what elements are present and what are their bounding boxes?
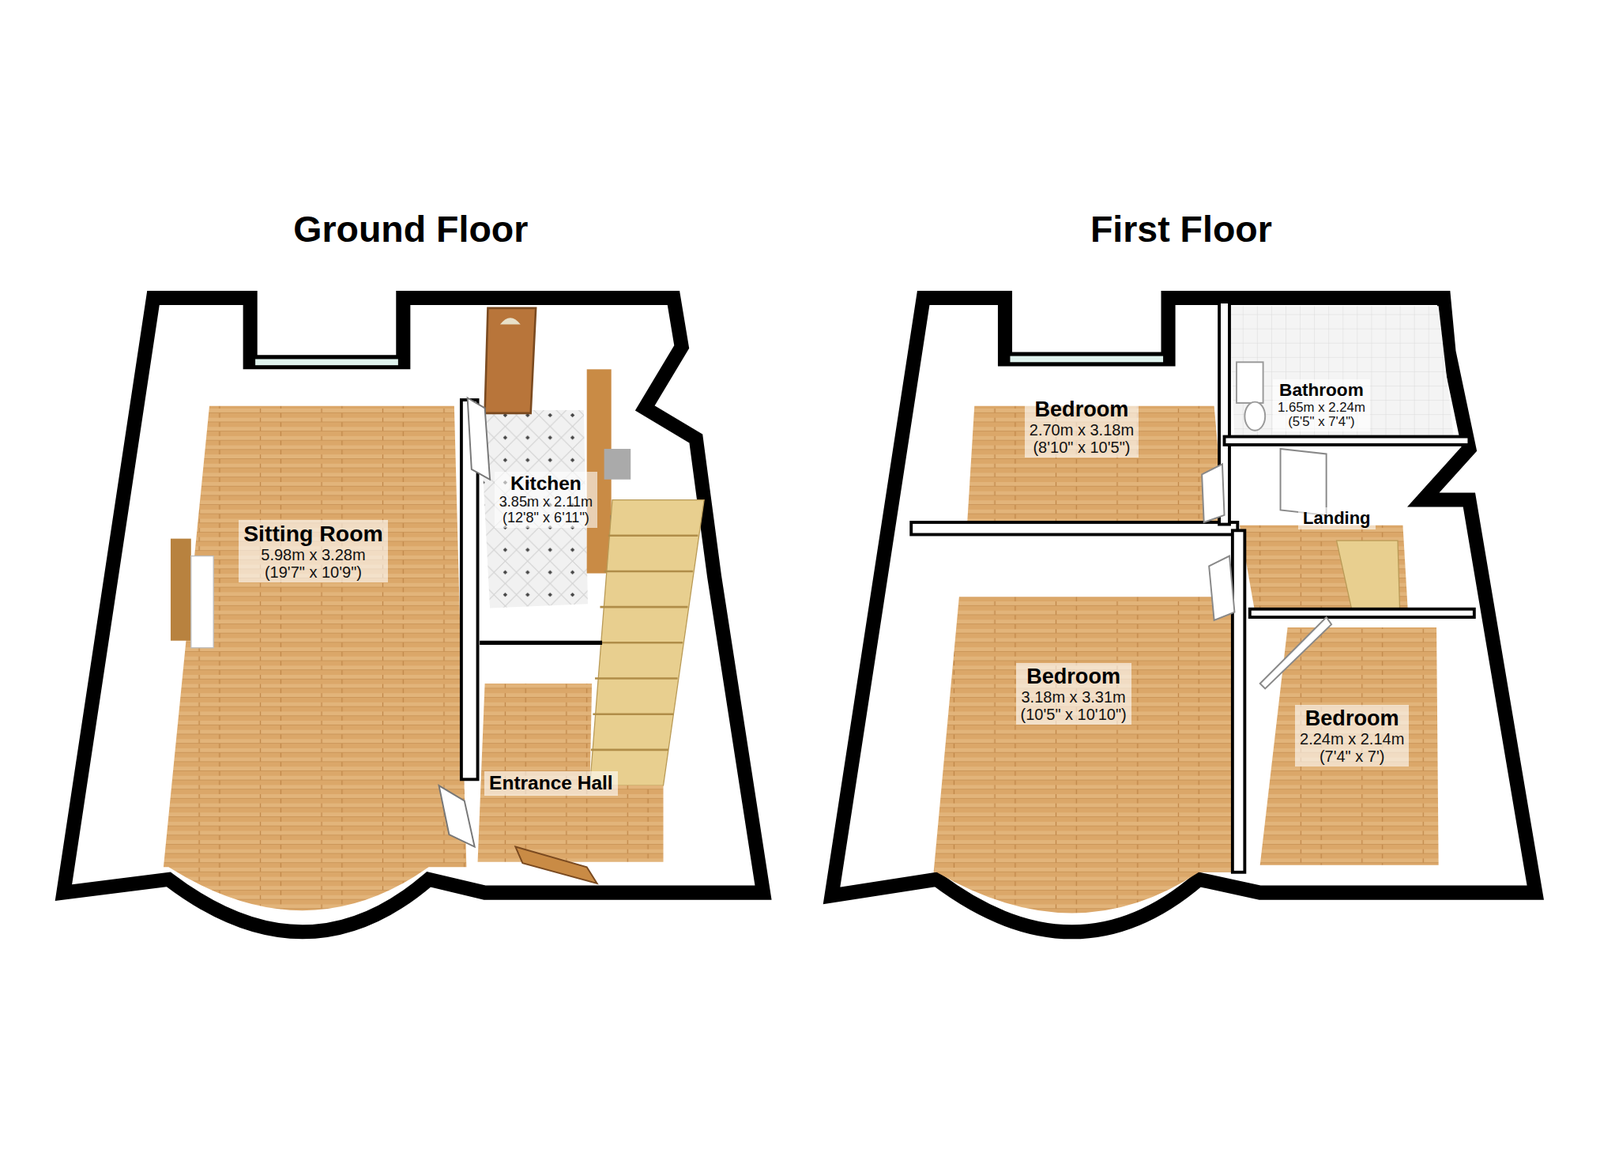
room-label: Landing [1298, 507, 1376, 530]
room-name: Kitchen [499, 473, 593, 495]
floor-heading: Ground Floor [51, 209, 771, 250]
room-name: Bedroom [1020, 664, 1127, 689]
floor-plan: Ground FloorSitting Room5.98m x 3.28m(19… [51, 209, 771, 955]
room-dimension: (19'7" x 10'9") [243, 563, 384, 581]
room-name: Landing [1302, 508, 1371, 528]
room-label: Kitchen3.85m x 2.11m(12'8" x 6'11") [494, 471, 598, 528]
room-name: Bedroom [1299, 706, 1405, 731]
floor-heading: First Floor [816, 209, 1546, 250]
room-dimension: (10'5" x 10'10") [1020, 705, 1127, 723]
room-label: Sitting Room5.98m x 3.28m(19'7" x 10'9") [238, 519, 388, 583]
room-dimension: (8'10" x 10'5") [1029, 438, 1134, 456]
room-dimension: 2.70m x 3.18m [1029, 421, 1134, 439]
room-label: Bedroom3.18m x 3.31m(10'5" x 10'10") [1016, 662, 1132, 725]
room-dimension: (12'8" x 6'11") [499, 510, 593, 527]
room-label: Bedroom2.70m x 3.18m(8'10" x 10'5") [1024, 395, 1139, 458]
room-name: Entrance Hall [489, 772, 614, 795]
room-dimension: (7'4" x 7') [1299, 747, 1405, 765]
room-name: Sitting Room [243, 521, 384, 546]
room-label: Entrance Hall [484, 771, 618, 796]
room-dimension: 1.65m x 2.24m [1277, 400, 1366, 415]
room-dimension: (5'5" x 7'4") [1277, 414, 1366, 430]
floor-plan: First FloorBedroom2.70m x 3.18m(8'10" x … [816, 209, 1546, 955]
room-dimension: 3.18m x 3.31m [1020, 688, 1127, 706]
room-name: Bathroom [1277, 380, 1366, 401]
room-dimension: 3.85m x 2.11m [499, 494, 593, 511]
room-dimension: 2.24m x 2.14m [1299, 730, 1405, 748]
room-label: Bedroom2.24m x 2.14m(7'4" x 7') [1295, 704, 1409, 767]
room-label: Bathroom1.65m x 2.24m(5'5" x 7'4") [1272, 379, 1371, 432]
room-dimension: 5.98m x 3.28m [243, 545, 384, 564]
room-name: Bedroom [1029, 397, 1134, 422]
